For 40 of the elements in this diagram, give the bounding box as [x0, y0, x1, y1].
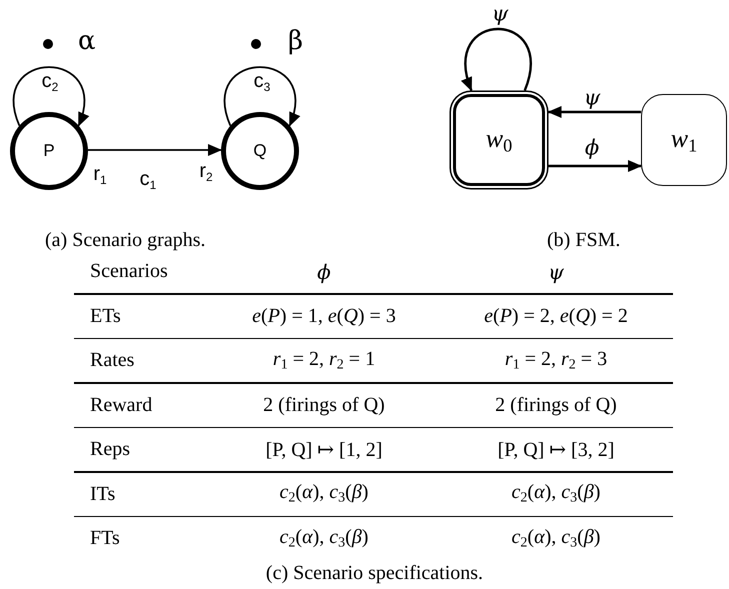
table-value: c$_{2}$(α), c$_{3}$(β) [512, 526, 600, 552]
arrow [548, 106, 641, 118]
table-value: e(P) = 1, e(Q) = 3 [252, 304, 396, 328]
table-value: 2 (firings of Q) [495, 394, 617, 416]
row-header: Rates [89, 349, 134, 372]
edge-label: ϕ [582, 138, 602, 158]
table-value: e(P) = 2, e(Q) = 2 [484, 304, 628, 328]
subfigure-caption: (c) Scenario specifications. [266, 563, 484, 583]
table-value: c$_{2}$(α), c$_{3}$(β) [512, 481, 600, 507]
subfigure-caption: (a) Scenario graphs. [45, 230, 206, 250]
subfigure-caption: (b) FSM. [547, 230, 620, 250]
column-header: ψ [548, 260, 564, 284]
node-label: P [43, 141, 55, 161]
rate-label: r$_{1}$ [93, 164, 107, 186]
row-header: ITs [89, 482, 116, 506]
node-label: Q [253, 141, 267, 161]
table-value: [P, Q] ↦ [1, 2] [266, 438, 382, 462]
row-header: Reps [89, 438, 130, 461]
column-header: ϕ [317, 260, 331, 284]
token-label: β [288, 28, 304, 54]
arrow [548, 160, 642, 172]
table-value: r$_{1}$ = 2, r$_{2}$ = 3 [504, 348, 608, 374]
row-header: ETs [89, 304, 121, 328]
column-header: Scenarios [89, 260, 168, 283]
table-value: [P, Q] ↦ [3, 2] [498, 438, 614, 462]
row-header: FTs [89, 527, 120, 550]
node-label: w$_{1}$ [670, 124, 698, 156]
table-value: 2 (firings of Q) [263, 394, 385, 416]
row-header: Reward [89, 394, 152, 416]
table-value: r$_{1}$ = 2, r$_{2}$ = 1 [272, 348, 376, 374]
rate-label: r$_{2}$ [199, 161, 213, 183]
table-value: c$_{2}$(α), c$_{3}$(β) [280, 526, 368, 552]
table-value: c$_{2}$(α), c$_{3}$(β) [280, 481, 368, 507]
self-loop-arrow [13, 66, 88, 127]
token-label: α [78, 28, 96, 54]
arrow [88, 144, 222, 156]
self-loop-arrow [224, 66, 300, 127]
self-loop-arrow [462, 28, 532, 92]
node-label: w$_{0}$ [486, 124, 512, 156]
state-box [641, 94, 727, 186]
